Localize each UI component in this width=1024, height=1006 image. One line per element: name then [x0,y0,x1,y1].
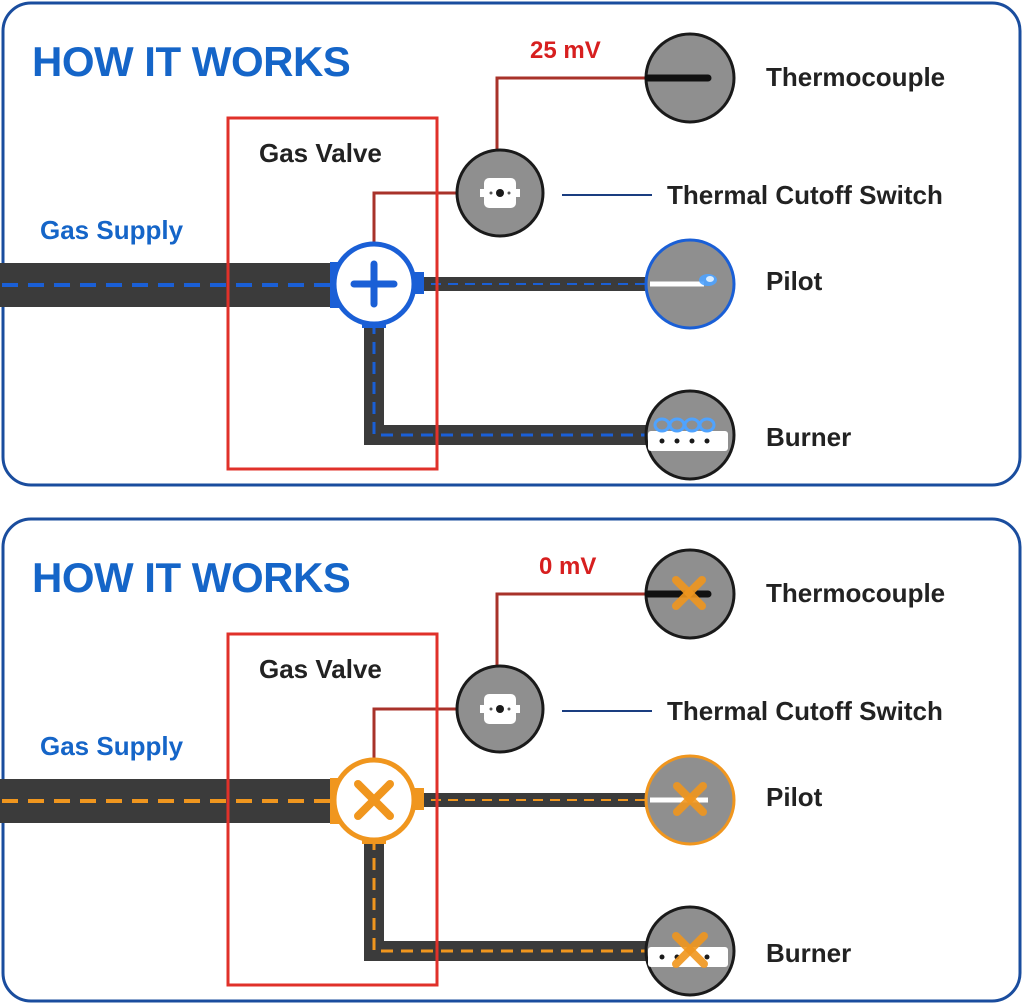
burner-label: Burner [766,422,852,452]
wire-cutoff [372,191,460,248]
panel-frame [1,1,1022,487]
panel-off: HOW IT WORKS Gas Supply Gas Valve 0 mV T… [0,516,1024,1006]
burner-line [364,320,650,445]
burner-off-x-icon [672,932,708,968]
gas-supply-label: Gas Supply [40,215,184,245]
voltage-reading: 0 mV [539,553,597,580]
pilot-off-x-icon [673,782,707,816]
thermocouple-label: Thermocouple [766,62,946,92]
voltage-reading: 25 mV [530,37,601,64]
pilot-line [410,793,652,807]
thermocouple-label: Thermocouple [766,578,946,608]
pilot-label: Pilot [766,782,823,812]
pilot-label: Pilot [766,266,823,296]
gas-flow-burner [372,838,648,953]
wire-thermocouple [495,592,648,668]
panel-frame [1,517,1022,1003]
panel-on: HOW IT WORKS Gas Supply Gas Valve 25 mV … [0,0,1024,490]
flame-icon [699,274,717,286]
gas-flow-burner [372,322,648,437]
gas-valve-label: Gas Valve [259,654,382,684]
wire-thermocouple [495,76,648,152]
gas-supply-label: Gas Supply [40,731,184,761]
burner-flame-icon [653,417,716,433]
diagram-off [0,517,1022,1003]
plus-icon [350,260,398,308]
burner-line [364,836,650,961]
x-icon [354,780,394,820]
heading: HOW IT WORKS [32,554,351,601]
burner-label: Burner [766,938,852,968]
thermal-cutoff-label: Thermal Cutoff Switch [667,696,943,726]
thermal-cutoff-label: Thermal Cutoff Switch [667,180,943,210]
gas-valve-box [226,116,439,471]
burner-bar [648,431,728,451]
switch-icon [480,694,520,724]
switch-icon [480,178,520,208]
heading: HOW IT WORKS [32,38,351,85]
thermocouple-off-x-icon [672,576,706,610]
burner-ports [659,438,710,444]
gas-valve-label: Gas Valve [259,138,382,168]
pilot-line [410,277,652,291]
gas-valve-box [226,632,439,987]
diagram-on [0,1,1022,487]
wire-cutoff [372,707,460,764]
